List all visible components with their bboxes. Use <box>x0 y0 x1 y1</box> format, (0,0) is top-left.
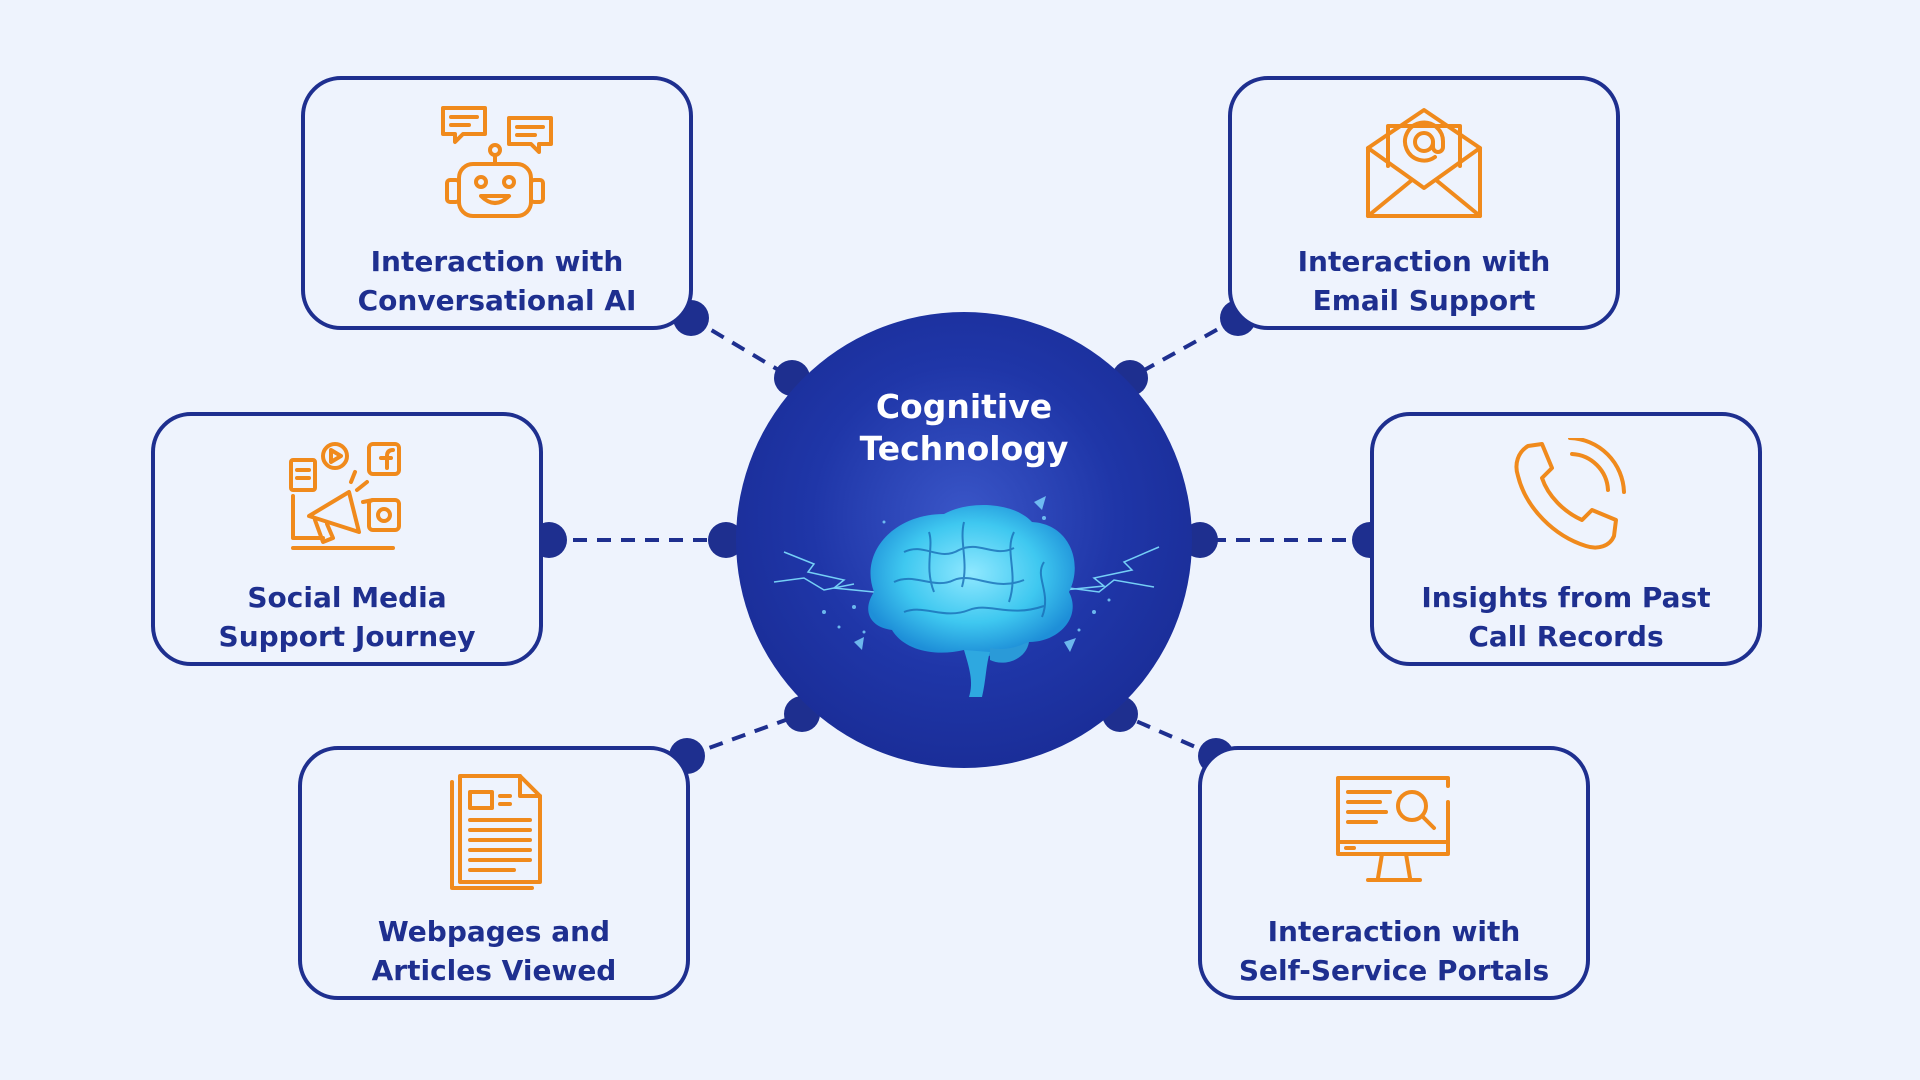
node-label: Webpages and Articles Viewed <box>302 912 686 990</box>
node-label-line1: Social Media <box>247 581 447 614</box>
node-label-line1: Interaction with <box>370 245 624 278</box>
node-label-line2: Articles Viewed <box>371 954 617 987</box>
node-label: Interaction with Email Support <box>1232 242 1616 320</box>
node-label: Interaction with Conversational AI <box>305 242 689 320</box>
center-title-line1: Cognitive <box>875 387 1053 426</box>
node-label-line1: Webpages and <box>377 915 611 948</box>
node-label-line2: Email Support <box>1312 284 1536 317</box>
center-title-line2: Technology <box>859 429 1069 468</box>
node-call-records: Insights from Past Call Records <box>1370 412 1762 666</box>
node-label-line2: Conversational AI <box>357 284 637 317</box>
node-label-line1: Interaction with <box>1267 915 1521 948</box>
node-label: Interaction with Self-Service Portals <box>1202 912 1586 990</box>
node-label: Insights from Past Call Records <box>1374 578 1758 656</box>
connector-self <box>1119 712 1217 758</box>
node-email-support: Interaction with Email Support <box>1228 76 1620 330</box>
connector-mail <box>1129 316 1239 380</box>
phone-call-icon <box>1514 438 1626 550</box>
document-icon <box>450 774 542 890</box>
node-webpages: Webpages and Articles Viewed <box>298 746 690 1000</box>
node-self-service: Interaction with Self-Service Portals <box>1198 746 1590 1000</box>
node-label: Social Media Support Journey <box>155 578 539 656</box>
chatbot-icon <box>441 106 553 218</box>
connector-ai <box>689 316 794 380</box>
node-conversational-ai: Interaction with Conversational AI <box>301 76 693 330</box>
center-title: Cognitive Technology <box>736 386 1192 470</box>
node-label-line2: Call Records <box>1468 620 1664 653</box>
node-social-media: Social Media Support Journey <box>151 412 543 666</box>
brain-icon <box>773 496 1160 697</box>
center-hub: Cognitive Technology <box>736 312 1192 768</box>
connector-web <box>686 712 803 758</box>
monitor-search-icon <box>1336 776 1450 882</box>
connector-dot <box>708 522 744 558</box>
email-envelope-icon <box>1366 108 1482 218</box>
node-label-line2: Self-Service Portals <box>1238 954 1550 987</box>
node-label-line2: Support Journey <box>218 620 476 653</box>
node-label-line1: Insights from Past <box>1421 581 1711 614</box>
megaphone-social-icon <box>289 442 401 550</box>
node-label-line1: Interaction with <box>1297 245 1551 278</box>
